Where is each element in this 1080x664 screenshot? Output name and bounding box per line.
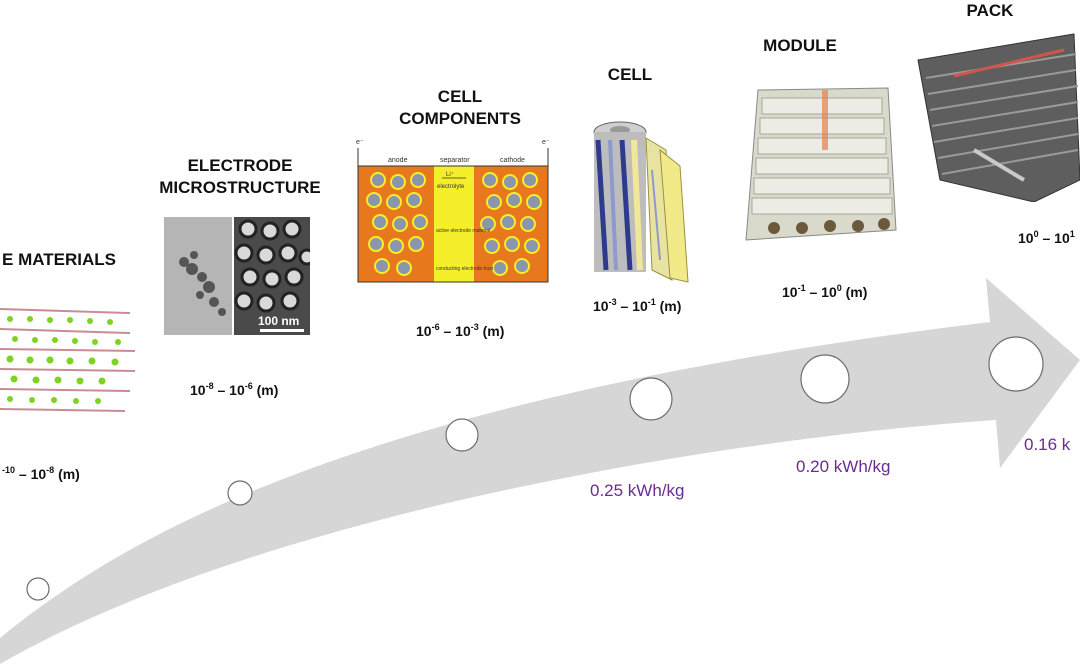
marker-pack — [988, 336, 1044, 392]
marker-cell — [629, 377, 673, 421]
cell-components-diagram: e⁻ e⁻ anode separator cathode Li⁺ electr… — [356, 139, 550, 283]
pack-energy-density: 0.16 k — [1024, 435, 1071, 454]
crystal-lattice-image — [0, 308, 136, 412]
separator-region — [434, 166, 474, 282]
materials-label: E MATERIALS — [2, 250, 116, 269]
module-energy-density: 0.20 kWh/kg — [796, 457, 891, 476]
active-particles — [366, 172, 542, 276]
pack-scale: 100 – 101 — [1018, 229, 1075, 246]
cylindrical-cell-image — [593, 121, 689, 283]
battery-module-image — [745, 87, 897, 241]
scale-bar-label: 100 nm — [258, 314, 299, 328]
electrolyte-label: electrolyte — [437, 184, 465, 190]
marker-electrode — [227, 480, 253, 506]
module-scale: 10-1 – 100 (m) — [782, 283, 868, 300]
cell-scale: 10-3 – 10-1 (m) — [593, 297, 682, 314]
marker-components — [445, 418, 479, 452]
electrode-host-label: conducting electrode host — [436, 266, 494, 272]
lattice-atoms — [6, 316, 121, 404]
materials-scale: -10 – 10-8 (m) — [2, 465, 80, 482]
scale-bar — [260, 329, 304, 332]
lattice-layers — [0, 308, 136, 412]
marker-materials — [26, 577, 50, 601]
components-label: CELL COMPONENTS — [399, 87, 521, 128]
arrow-body — [0, 278, 1080, 664]
electrode-label: ELECTRODE MICROSTRUCTURE — [159, 156, 321, 197]
electron-left-label: e⁻ — [356, 139, 364, 146]
module-label: MODULE — [763, 36, 837, 55]
components-scale: 10-6 – 10-3 (m) — [416, 322, 505, 339]
carbon-particles — [179, 251, 226, 316]
cell-energy-density: 0.25 kWh/kg — [590, 481, 685, 500]
module-terminals — [768, 218, 890, 234]
anode-label: anode — [388, 157, 408, 164]
electrode-scale: 10-8 – 10-6 (m) — [190, 381, 279, 398]
cell-label: CELL — [607, 65, 653, 84]
active-material-label: active electrode material — [436, 228, 490, 234]
stage-markers — [26, 336, 1044, 601]
marker-module — [800, 354, 850, 404]
battery-pack-image — [917, 33, 1080, 202]
electron-right-label: e⁻ — [542, 139, 550, 146]
li-ion-label: Li⁺ — [446, 171, 454, 178]
electrode-sem-image: 100 nm — [164, 217, 310, 335]
nanopores — [234, 219, 310, 313]
separator-label: separator — [440, 157, 470, 164]
pack-label: PACK — [966, 1, 1014, 20]
cathode-label: cathode — [500, 157, 525, 164]
